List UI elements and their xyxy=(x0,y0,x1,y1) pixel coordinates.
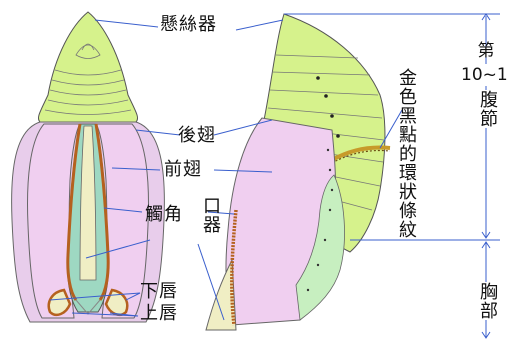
label-antenna: 觸角 xyxy=(145,205,183,225)
ventral-abdomen-tip xyxy=(38,12,137,122)
label-forewing: 前翅 xyxy=(164,160,202,180)
label-hindwing: 後翅 xyxy=(178,126,216,146)
label-segments-bottom: 腹節 xyxy=(476,90,499,128)
ventral-view xyxy=(12,12,165,322)
label-cremaster: 懸絲器 xyxy=(160,15,217,35)
ventral-mouthpart xyxy=(80,126,96,280)
label-upper-lip: 上唇 xyxy=(140,304,178,324)
label-mouthpart: 口器 xyxy=(199,196,222,234)
label-gold-spots: 金色黑點的環狀條紋 xyxy=(395,68,418,239)
label-thorax: 胸部 xyxy=(476,282,499,320)
lateral-view xyxy=(206,14,390,330)
label-segments-top: 第 xyxy=(466,40,506,62)
label-lower-lip: 下唇 xyxy=(140,282,178,302)
label-segments-range: 10~1 xyxy=(461,64,507,86)
